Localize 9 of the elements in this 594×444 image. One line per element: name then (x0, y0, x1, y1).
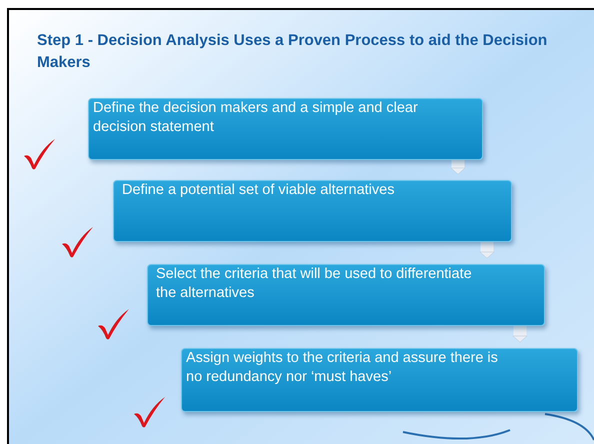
step-text: Define the decision makers and a simple and clear decision statement (93, 99, 419, 137)
process-box (181, 348, 578, 412)
process-box (147, 264, 545, 326)
step-text: Assign weights to the criteria and assure there is no redundancy nor ‘must haves’ (186, 349, 499, 387)
process-box (113, 180, 512, 242)
step-text: Define a potential set of viable alternatives (122, 181, 396, 200)
step-text: Select the criteria that will be used to differentiate the alternatives (156, 265, 473, 303)
process-box (88, 98, 483, 160)
slide-title: Step 1 - Decision Analysis Uses a Proven Process to aid the Decision Makers (37, 31, 548, 73)
